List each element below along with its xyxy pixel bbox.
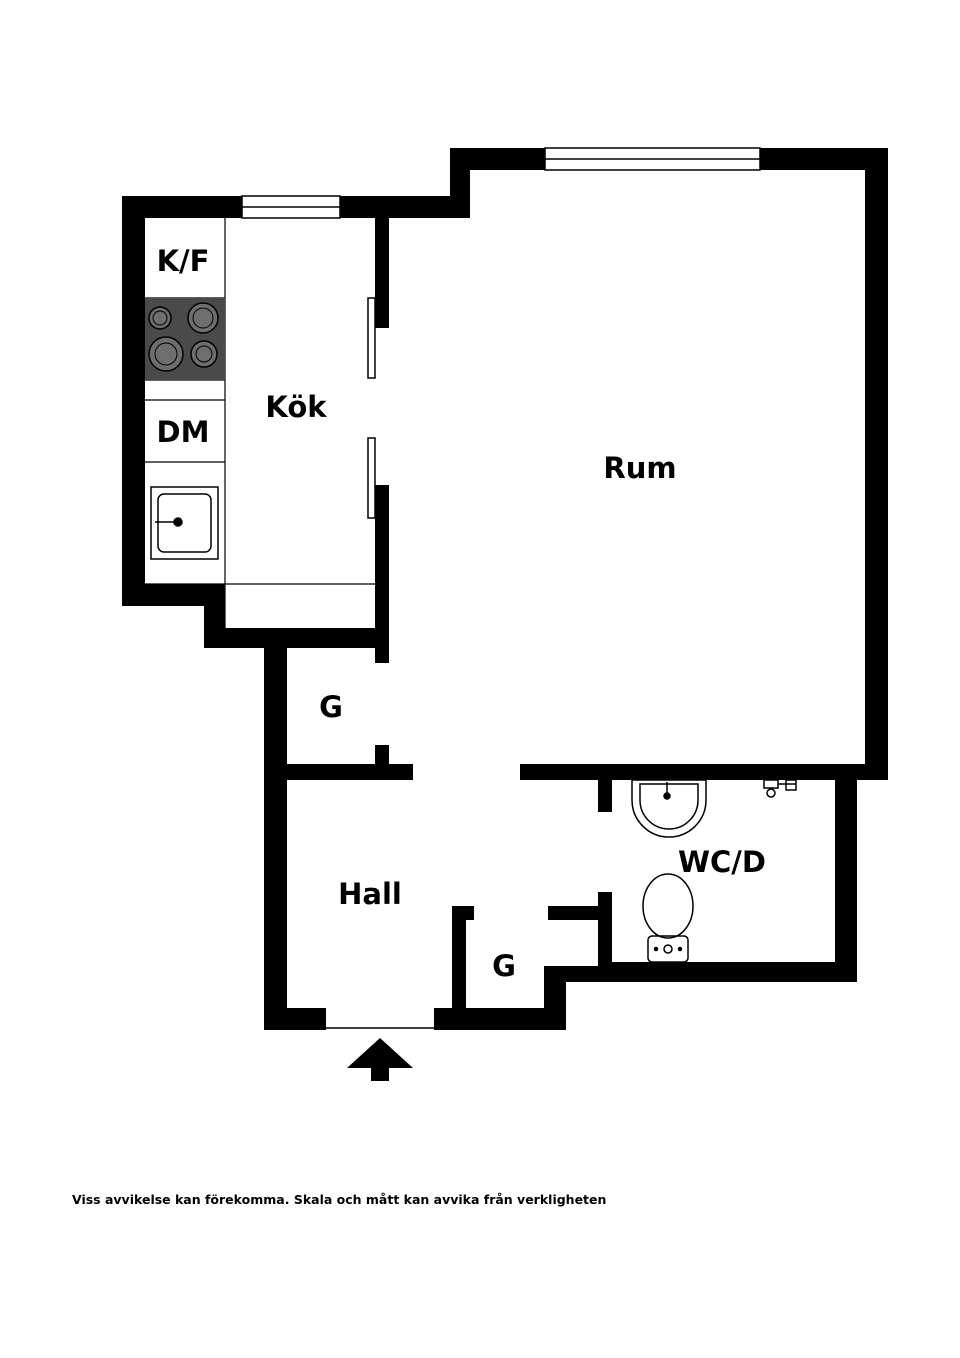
room-label-hall: Hall — [338, 877, 402, 911]
sliding-door-panel-upper — [367, 297, 376, 379]
wall-closet-divider — [287, 764, 413, 780]
room-label-g-lower: G — [492, 949, 516, 983]
wall-closet2-cap — [544, 966, 614, 982]
wall-partition-bottom — [375, 485, 389, 663]
wall-kitchen-lower — [204, 628, 389, 648]
walls — [122, 148, 888, 1030]
sliding-door-panel-lower — [367, 437, 376, 519]
wall-bath-right — [835, 764, 857, 982]
tap-icon — [763, 779, 797, 798]
sink-icon — [150, 486, 219, 560]
stove-icon — [145, 298, 225, 380]
kitchen-counter — [145, 218, 375, 628]
wall-kitchen-left — [122, 196, 145, 606]
room-label-wcd: WC/D — [678, 845, 766, 879]
room-label-kf: K/F — [157, 244, 210, 278]
toilet-icon — [642, 873, 694, 963]
wall-rum-top-right — [760, 148, 888, 170]
window-rum — [544, 147, 761, 171]
wall-hall-bottom-right — [434, 1008, 566, 1030]
wall-bath-top-stub — [598, 780, 612, 812]
room-label-g-upper: G — [319, 690, 343, 724]
entrance-arrow-icon — [347, 1038, 413, 1081]
wall-bath-bottom — [598, 962, 857, 982]
wall-rum-top-left — [450, 148, 545, 170]
window-kitchen — [241, 195, 341, 219]
wall-rum-bottom — [520, 764, 888, 780]
wall-kitchen-bottom — [122, 584, 224, 606]
wall-partition-top — [375, 218, 389, 328]
wall-kitchen-top-right — [340, 196, 470, 218]
room-label-rum: Rum — [603, 451, 676, 485]
wall-hall-bottom-left — [264, 1008, 326, 1030]
room-label-dm: DM — [157, 415, 210, 449]
washbasin-icon — [631, 779, 707, 838]
wall-closet-stub — [375, 745, 389, 765]
wall-hall-left — [264, 648, 287, 1030]
wall-bath-ledge — [548, 906, 612, 920]
wall-kitchen-top-left — [122, 196, 242, 218]
wall-closet2-left — [452, 906, 466, 1016]
room-label-kok: Kök — [265, 390, 327, 424]
wall-closet2-top — [452, 906, 474, 920]
wall-rum-right — [865, 148, 888, 780]
disclaimer-text: Viss avvikelse kan förekomma. Skala och … — [72, 1192, 607, 1207]
